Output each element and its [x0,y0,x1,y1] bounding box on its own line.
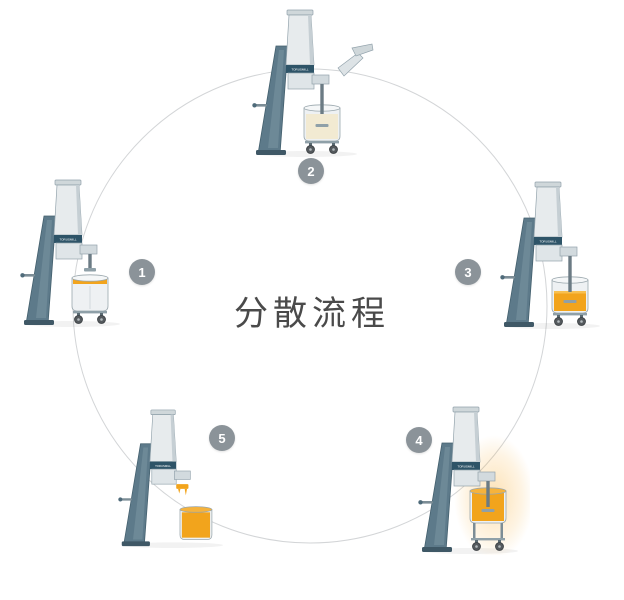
label-band: TORUSMILL [149,461,177,470]
stage-1-badge: 1 [129,259,155,285]
machine-stand [118,443,153,547]
stage-1: TORUSMILL [20,178,130,333]
mixer-head [287,72,330,90]
trolley-wheels [471,538,505,551]
stage-5: TORUSMILL [118,408,226,554]
stage-3: TORUSMILL [500,180,610,335]
lift-posts [473,523,503,538]
machine-stage-1-illustration: TORUSMILL [20,179,120,327]
trolley-wheels [73,311,107,324]
mixer-head [55,242,98,272]
machine-label: TORUSMILL [155,464,171,468]
machine-label: TORUSMILL [539,240,556,244]
shaft-immersed [315,84,329,127]
label-band: TORUSMILL [286,65,314,73]
stage-2-badge: 2 [298,158,324,184]
machine-tower [451,406,481,463]
feed-chute [337,43,374,77]
residue-drip [176,484,189,496]
vessel [71,274,109,312]
machine-tower [533,181,563,238]
machine-stand [252,45,289,155]
shaft-immersed [563,256,577,303]
machine-stage-3-illustration: TORUSMILL [500,181,600,329]
machine-stand [418,442,455,552]
shaft-immersed [481,481,495,512]
product-container [179,506,213,540]
label-band: TORUSMILL [54,235,82,243]
machine-stand [20,215,57,325]
machine-tower [285,9,315,66]
stage-3-badge: 3 [455,259,481,285]
trolley-wheels [305,141,339,154]
stage-2: TORUSMILL [252,8,374,163]
machine-stage-5-illustration: TORUSMILL [118,409,224,548]
machine-label: TORUSMILL [291,68,308,72]
machine-label: TORUSMILL [59,238,76,242]
machine-tower [53,179,83,236]
stage-4: TORUSMILL [418,405,534,560]
label-band: TORUSMILL [452,462,480,470]
diagram-title: 分散流程 [234,295,390,333]
machine-stage-4-illustration: TORUSMILL [418,406,534,559]
stage-5-badge: 5 [209,425,235,451]
machine-tower [149,409,177,462]
machine-stage-2-illustration: TORUSMILL [252,9,374,157]
machine-stand [500,217,537,327]
mixer-head [453,469,496,487]
mixer-head [151,468,191,485]
machine-label: TORUSMILL [457,465,474,469]
stage-4-badge: 4 [406,427,432,453]
trolley-wheels [553,313,587,326]
label-band: TORUSMILL [534,237,562,245]
